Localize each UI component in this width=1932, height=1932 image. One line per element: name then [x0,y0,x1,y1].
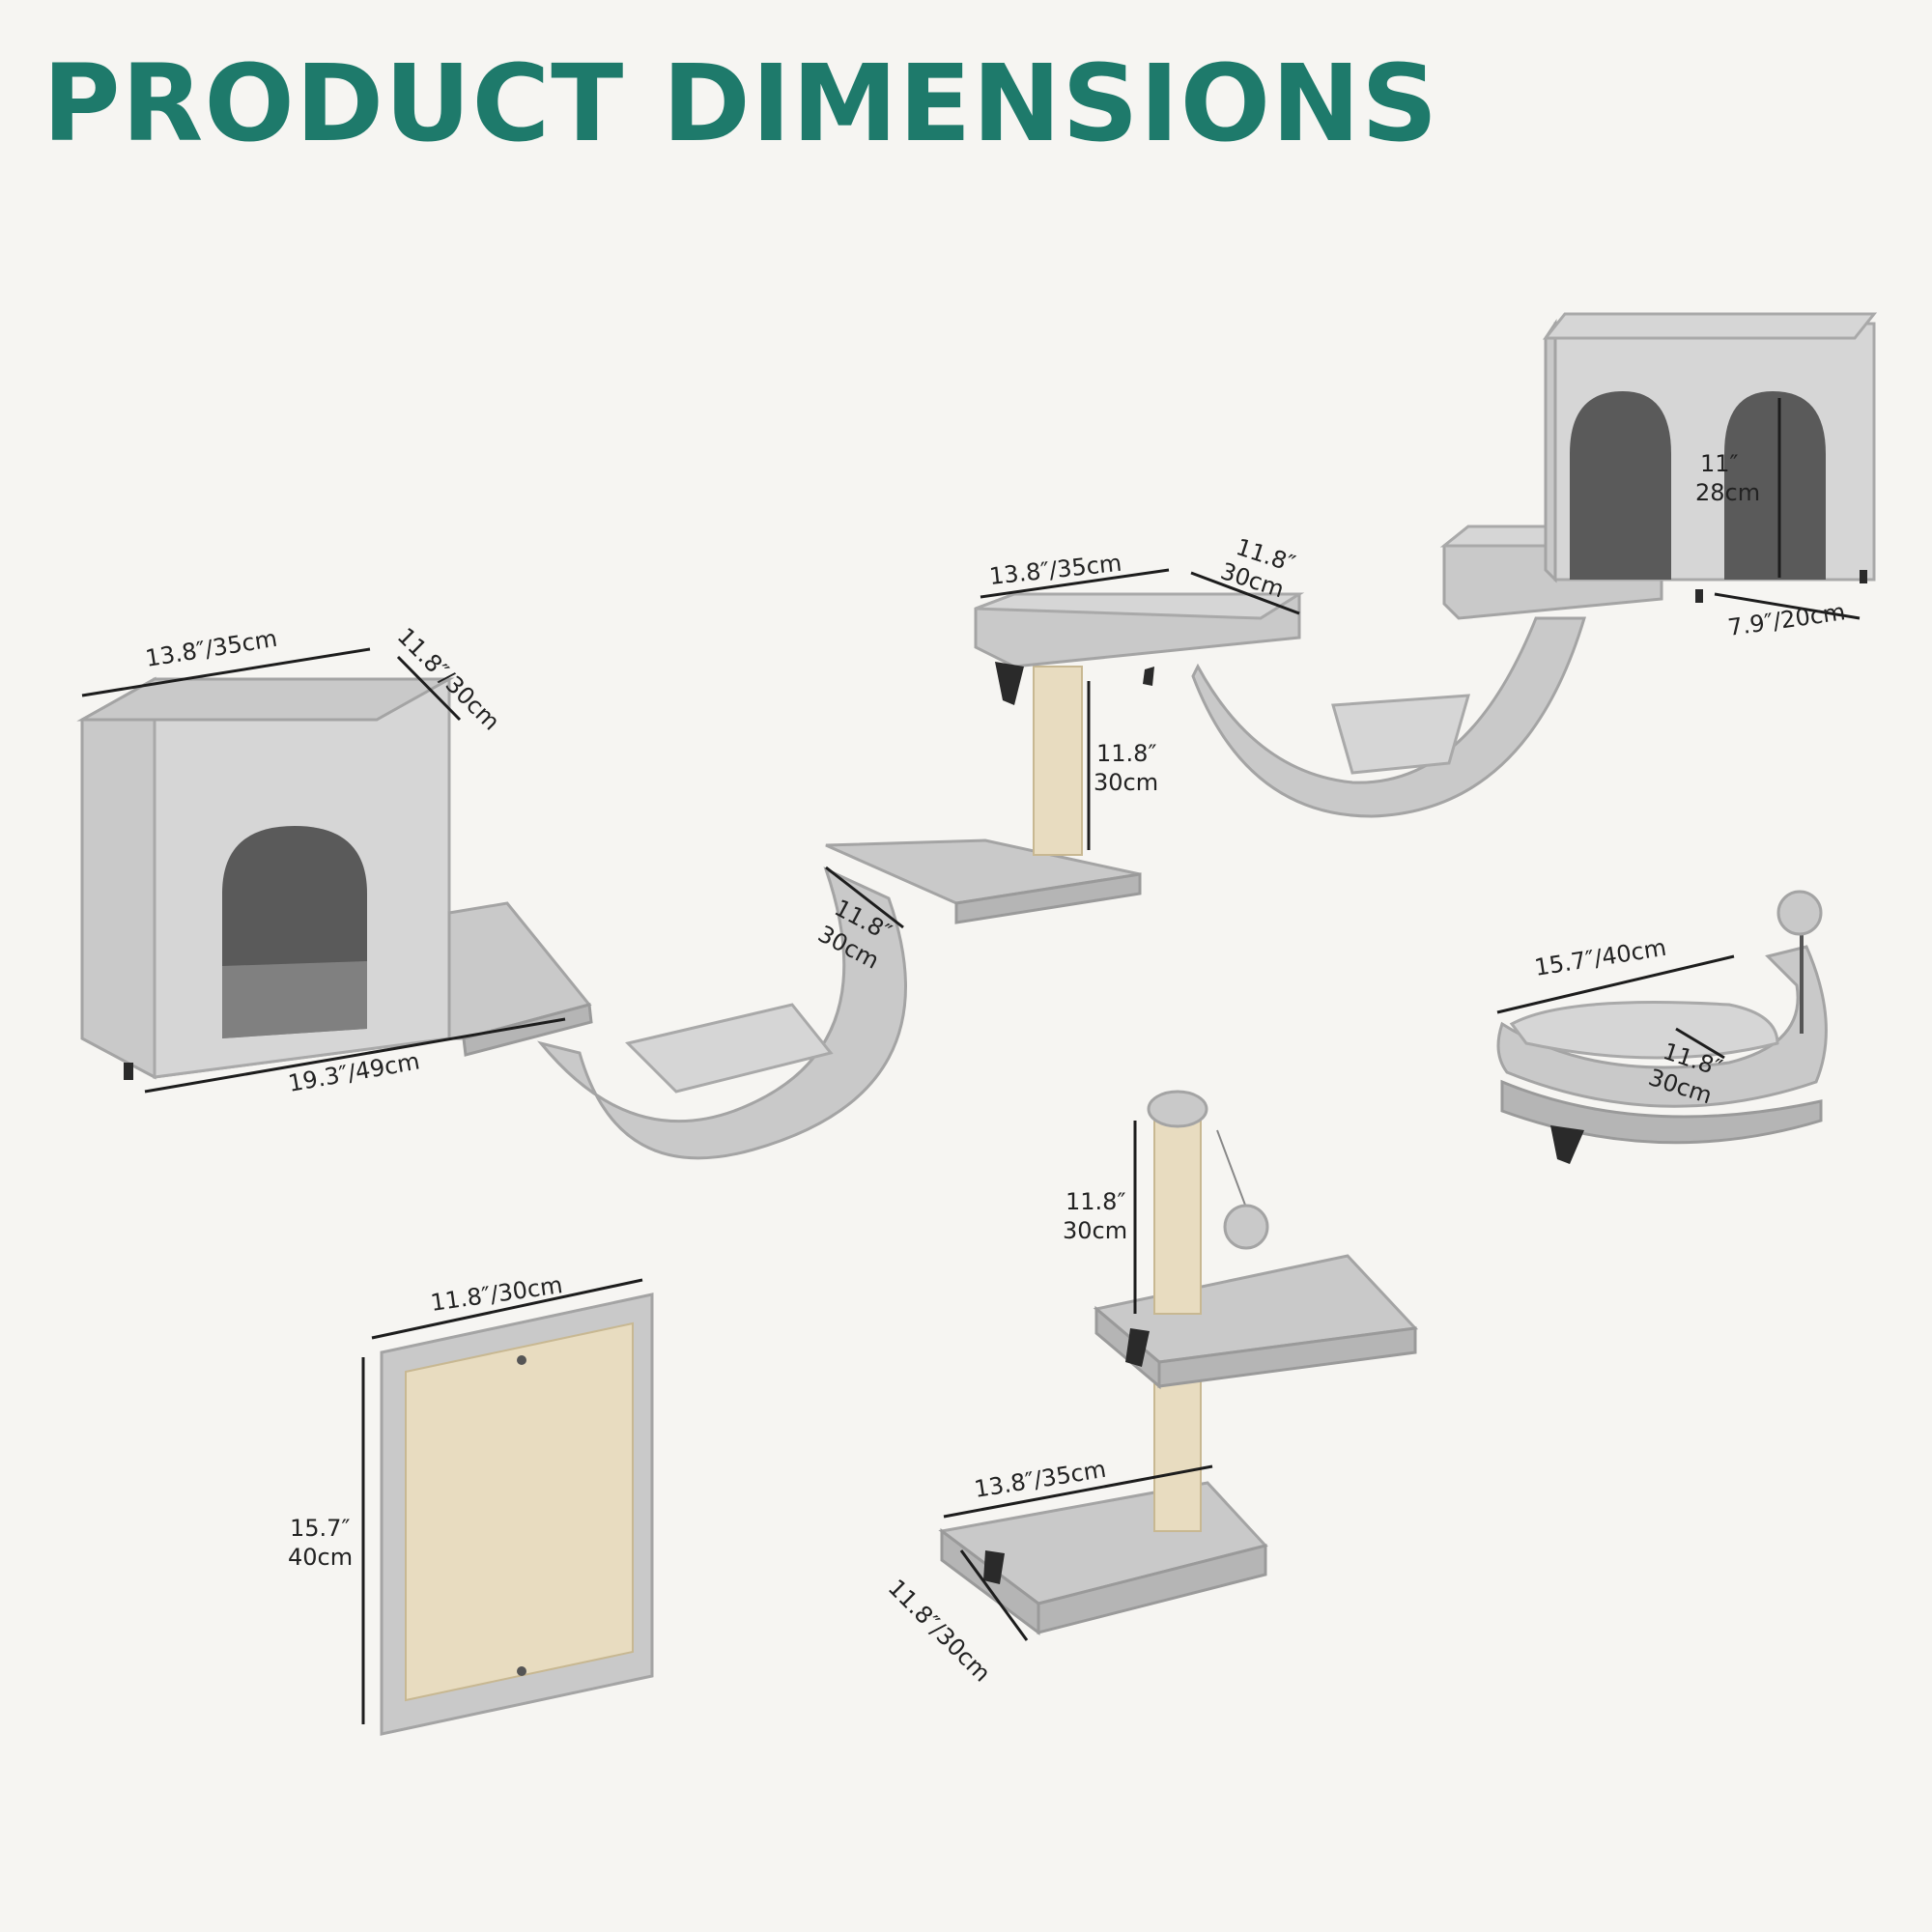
left-condo [76,676,455,1080]
left-bridge [536,867,907,1160]
left-ledge [447,901,593,1057]
scratch-board-height-cm-label: 40cm [288,1544,353,1571]
two-level-post [938,1090,1419,1635]
cat-bed [1496,890,1828,1164]
platform-top-width-label: 13.8″/35cm [988,550,1123,590]
middle-platform [825,592,1305,924]
post-bottom-height-label: 11.8″ [1065,1188,1125,1215]
post-bottom-height-cm-label: 30cm [1063,1217,1127,1244]
platform-bottom-depth-label: 11.8″/30cm [883,1574,996,1687]
post-top-height-cm-label: 30cm [1094,769,1158,796]
page-title: PRODUCT DIMENSIONS [43,42,1439,165]
bed-width-label: 15.7″/40cm [1533,934,1668,981]
scratch-board [380,1293,654,1736]
platform-bottom-width-label: 13.8″/35cm [973,1456,1108,1503]
condo-right-height-label: 11″ [1700,450,1739,477]
right-bridge [1191,616,1587,818]
right-condo [1439,312,1878,620]
condo-left-width-label: 13.8″/35cm [144,625,279,672]
scratch-board-height-label: 15.7″ [290,1515,350,1542]
post-top-height-label: 11.8″ [1096,740,1156,767]
dimension-lines [81,398,1861,1724]
condo-right-height-cm-label: 28cm [1695,479,1760,506]
